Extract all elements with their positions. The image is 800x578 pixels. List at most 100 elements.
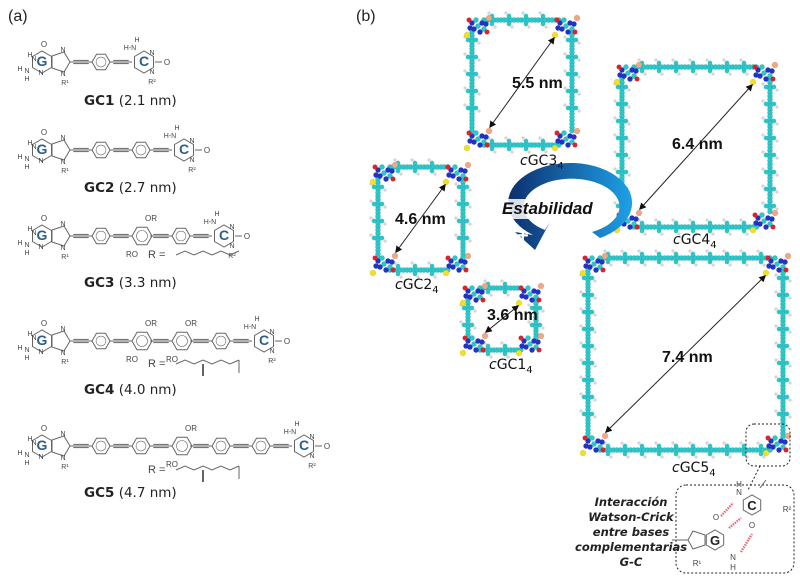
atom-n: N: [31, 56, 36, 63]
hydrogen-atom: [774, 375, 778, 379]
carbon-atom: [673, 443, 679, 449]
hydrogen-atom: [579, 324, 583, 328]
nitrogen-atom: [535, 289, 541, 295]
atom-h: H: [24, 460, 29, 467]
aromatic-circle: [135, 144, 147, 156]
carbon-atom: [464, 201, 470, 207]
hydrogen-atom: [627, 156, 631, 160]
carbon-atom: [605, 259, 611, 265]
carbon-atom: [605, 451, 611, 457]
nitrogen-atom: [561, 17, 567, 23]
carbon-atom: [776, 326, 782, 332]
oxygen-atom: [783, 267, 789, 273]
carbon-atom: [763, 118, 769, 124]
hydrogen-atom: [579, 290, 583, 294]
caption-gc5: GC5 (4.7 nm): [84, 485, 177, 501]
hydrogen-atom: [613, 133, 617, 137]
hydrogen-atom: [761, 150, 765, 154]
imidazole-ring: [51, 139, 71, 161]
carbon-atom: [724, 259, 730, 265]
hydrogen-atom: [477, 41, 481, 45]
atom-h: H: [17, 154, 22, 161]
carbon-atom: [639, 259, 645, 265]
nitrogen-atom: [469, 133, 475, 139]
atom-n: N: [60, 221, 65, 228]
nitrogen-atom: [755, 67, 761, 73]
atom-o: O: [749, 521, 755, 530]
stability-arrow: [508, 162, 633, 250]
carbon-atom: [565, 71, 571, 77]
aromatic-circle: [95, 230, 107, 242]
carbon-atom: [581, 326, 587, 332]
carbon-atom: [707, 68, 713, 74]
carbon-atom: [615, 135, 621, 141]
atom-hn: H-N: [284, 429, 296, 436]
base-pair-corner: [749, 61, 779, 86]
nitrogen-atom: [625, 70, 631, 76]
hydrogen-atom: [563, 86, 567, 90]
carbon-atom: [429, 168, 435, 174]
hydrogen-atom: [761, 167, 765, 171]
nitrogen-atom: [583, 263, 589, 269]
hydrogen-atom: [410, 261, 414, 265]
hydrogen-atom: [416, 275, 420, 279]
hydrogen-atom: [722, 441, 726, 445]
carbon-atom: [429, 160, 435, 166]
macrocycle-cgc3: [463, 11, 581, 154]
oxygen-atom: [518, 335, 524, 341]
atom-ro: RO: [126, 250, 138, 259]
imidazole-ring: [687, 530, 706, 550]
nitrogen-atom: [483, 21, 489, 27]
hydrogen-atom: [677, 263, 681, 267]
nitrogen-atom: [768, 438, 774, 444]
hydrogen-atom: [468, 205, 472, 209]
nitrogen-atom: [769, 68, 775, 74]
substituent-marker: [537, 332, 545, 340]
substituent-marker: [481, 332, 489, 340]
alkyl-chain: [175, 465, 240, 471]
nitrogen-atom: [780, 444, 786, 450]
hydrogen-atom: [579, 358, 583, 362]
carbon-atom: [412, 271, 418, 277]
hydrogen-atom: [775, 207, 779, 211]
carbon-atom: [784, 394, 790, 400]
carbon-atom: [724, 68, 730, 74]
carbon-atom: [776, 360, 782, 366]
carbon-atom: [776, 343, 782, 349]
carbon-atom: [707, 251, 713, 257]
hydrogen-atom: [577, 75, 581, 79]
hydrogen-atom: [613, 116, 617, 120]
hydrogen-atom: [477, 109, 481, 113]
hydrogen-atom: [660, 72, 664, 76]
carbon-atom: [456, 201, 462, 207]
atom-n: N: [736, 488, 742, 497]
hydrogen-atom: [527, 320, 531, 324]
carbon-atom: [763, 203, 769, 209]
carbon-atom: [690, 259, 696, 265]
nitrogen-atom: [479, 339, 485, 345]
nitrogen-atom: [627, 224, 633, 230]
dimension-cgc2: 4.6 nm: [395, 211, 446, 228]
nitrogen-atom: [471, 291, 477, 297]
oxygen-atom: [582, 255, 588, 261]
hydrogen-atom: [613, 167, 617, 171]
nitrogen-atom: [782, 259, 788, 265]
wc-line: complementarias: [575, 540, 688, 554]
nitrogen-atom: [631, 221, 637, 227]
nitrogen-atom: [565, 142, 571, 148]
hydrogen-atom: [609, 263, 613, 267]
nitrogen-atom: [766, 443, 772, 449]
stability-minus: -: [575, 226, 582, 248]
carbon-atom: [523, 13, 529, 19]
nitrogen-atom: [448, 167, 454, 173]
atom-n: N: [38, 349, 43, 356]
nitrogen-atom: [533, 344, 539, 350]
oxygen-atom: [600, 447, 606, 453]
base-pair-corner: [369, 161, 399, 186]
substituent-marker: [442, 269, 450, 277]
oxygen-atom: [372, 164, 378, 170]
hydrogen-atom: [544, 150, 548, 154]
carbon-atom: [673, 220, 679, 226]
